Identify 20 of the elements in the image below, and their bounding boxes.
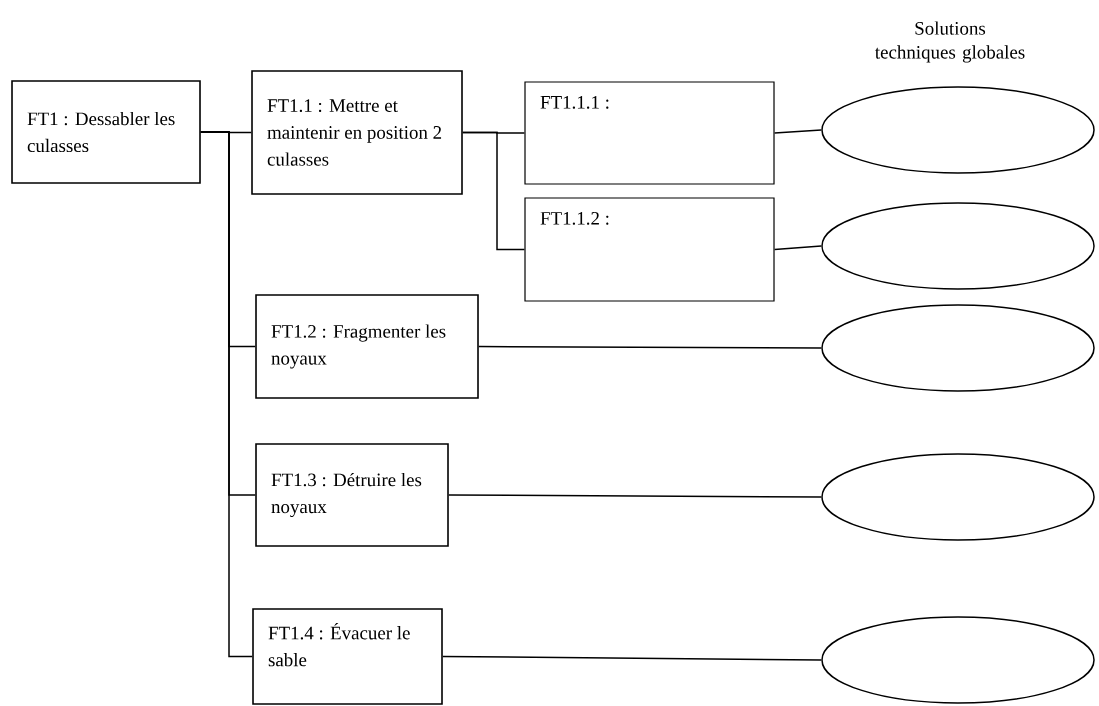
- function-box: FT1.1.2 :: [524, 197, 775, 302]
- ellipse-shape: [821, 453, 1095, 541]
- function-box: FT1.1.1 :: [524, 81, 775, 185]
- connector-line: [773, 245, 822, 251]
- ellipse-shape: [821, 86, 1095, 174]
- connector-line: [462, 131, 526, 251]
- ellipse-shape: [821, 304, 1095, 392]
- function-box: FT1 : Dessabler les culasses: [11, 80, 201, 184]
- connector-line: [200, 131, 253, 658]
- function-box: FT1.4 : Évacuer le sable: [252, 608, 443, 705]
- connector-line: [478, 345, 822, 349]
- connector-line: [773, 129, 822, 134]
- function-box: FT1.2 : Fragmenter les noyaux: [255, 294, 479, 399]
- connector-line: [442, 655, 822, 661]
- function-box: FT1.1 : Mettre et maintenir en position 2 culasses: [251, 70, 463, 195]
- function-box: FT1.3 : Détruire les noyaux: [255, 443, 449, 547]
- column-heading: Solutions techniques globales: [875, 21, 1025, 63]
- ellipse-shape: [821, 616, 1095, 704]
- connector-line: [448, 494, 822, 498]
- ellipse-shape: [821, 202, 1095, 290]
